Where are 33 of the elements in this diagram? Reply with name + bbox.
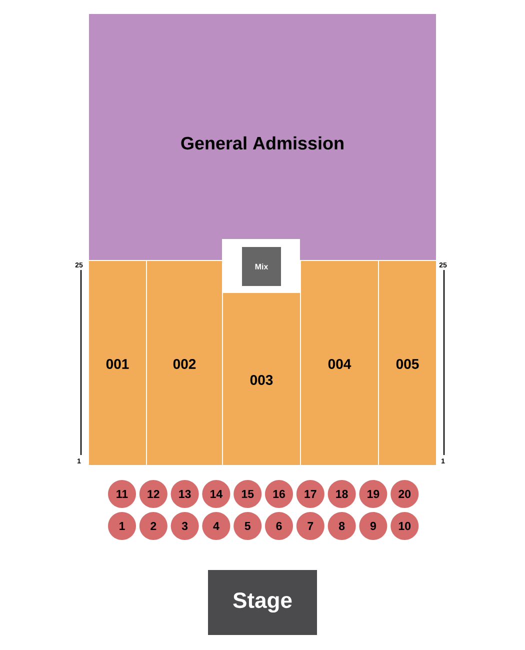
seating-section: 002 <box>147 261 222 465</box>
table: 3 <box>170 512 199 540</box>
table: 6 <box>265 512 293 540</box>
seating-section: 001 <box>89 261 146 465</box>
table: 9 <box>359 512 388 540</box>
table: 13 <box>170 480 199 508</box>
table: 19 <box>359 480 388 508</box>
table: 1 <box>108 512 136 540</box>
table: 10 <box>390 512 419 540</box>
general-admission-area: General Admission <box>89 14 436 260</box>
table: 20 <box>390 480 419 508</box>
seating-section: 003 <box>223 293 300 465</box>
table: 11 <box>108 480 136 508</box>
node-label: 004 <box>328 359 352 369</box>
node-label: 002 <box>173 359 196 369</box>
table: 15 <box>234 480 262 508</box>
table: 12 <box>139 480 168 508</box>
table: 7 <box>296 512 324 540</box>
table: 5 <box>234 512 262 540</box>
table: 4 <box>202 512 230 540</box>
seating-section: 005 <box>379 261 436 465</box>
table: 14 <box>202 480 230 508</box>
table: 18 <box>328 480 356 508</box>
table: 8 <box>328 512 356 540</box>
node-label: 005 <box>396 359 419 369</box>
table: 17 <box>296 480 324 508</box>
table: 2 <box>139 512 168 540</box>
seating-section: 004 <box>301 261 378 465</box>
node-label: 001 <box>106 359 129 369</box>
table: 16 <box>265 480 293 508</box>
stage: Stage <box>208 570 317 635</box>
mix-booth: Mix <box>222 239 300 293</box>
node-label: 003 <box>250 375 273 385</box>
